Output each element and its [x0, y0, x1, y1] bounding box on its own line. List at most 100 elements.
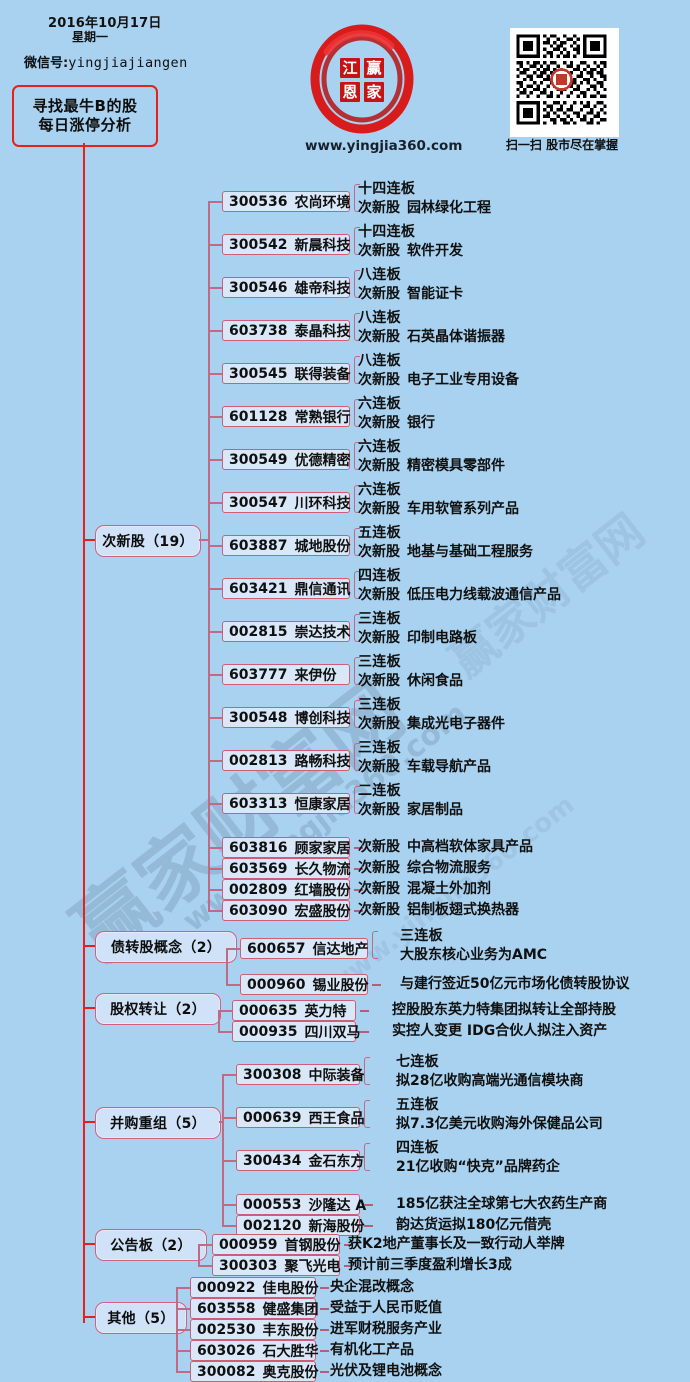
- trunk-stub: [83, 143, 85, 145]
- detail-desc: 电子工业专用设备: [407, 372, 519, 388]
- detail-desc: 综合物流服务: [407, 860, 491, 876]
- category-box-4[interactable]: 并购重组（5）: [95, 1107, 221, 1139]
- svg-text:赢: 赢: [366, 59, 381, 77]
- category-spine: [208, 201, 210, 910]
- detail-text: 央企混改概念: [330, 1279, 414, 1295]
- category-box-1[interactable]: 次新股（19）: [95, 525, 201, 557]
- title-box: 寻找最牛B的股 每日涨停分析: [12, 85, 158, 147]
- detail-bracket: [354, 571, 360, 599]
- detail-bracket: [354, 313, 360, 341]
- streak-text: 七连板: [396, 1054, 439, 1070]
- streak-label: 三连板: [358, 611, 401, 627]
- spine-tick: [208, 868, 222, 870]
- detail-desc: 银行: [407, 415, 435, 431]
- detail-bracket: [354, 700, 360, 728]
- detail-desc: 21亿收购“快克”品牌药企: [396, 1159, 560, 1175]
- stock-name: 长久物流: [294, 861, 351, 878]
- stock-tag: 次新股: [358, 243, 400, 259]
- stock-name: 常熟银行: [294, 409, 351, 426]
- detail-text: 次新股精密模具零部件: [358, 458, 505, 474]
- spine-tick: [208, 459, 222, 461]
- stock-name: 信达地产: [312, 941, 369, 958]
- streak-label: 三连板: [358, 697, 401, 713]
- category-box-3[interactable]: 股权转让（2）: [95, 993, 221, 1025]
- stock-code: 000639: [243, 1109, 302, 1126]
- trunk-to-category-connector: [83, 1121, 95, 1123]
- stock-box[interactable]: 601128 常熟银行: [222, 406, 350, 427]
- stock-name: 聚飞光电: [284, 1258, 341, 1275]
- stock-code: 300434: [243, 1152, 302, 1169]
- streak-text: 三连板: [358, 697, 401, 713]
- stock-name: 川环科技: [294, 495, 351, 512]
- detail-dash: [364, 1225, 373, 1227]
- streak-label: 六连板: [358, 396, 401, 412]
- streak-label: 十四连板: [358, 181, 416, 197]
- detail-desc: 铝制板翅式换热器: [407, 902, 519, 918]
- category-box-6[interactable]: 其他（5）: [95, 1302, 187, 1334]
- detail-bracket: [354, 614, 360, 642]
- category-box-2[interactable]: 债转股概念（2）: [95, 931, 237, 963]
- title-line-2: 每日涨停分析: [38, 116, 132, 134]
- detail-dash: [354, 868, 363, 870]
- stock-tag: 次新股: [358, 860, 400, 876]
- detail-dash: [320, 1350, 329, 1352]
- detail-dash: [354, 889, 363, 891]
- stock-tag: 次新股: [358, 501, 400, 517]
- detail-dash: [360, 1010, 369, 1012]
- detail-bracket: [354, 399, 360, 427]
- svg-text:恩: 恩: [342, 83, 357, 101]
- detail-desc: 休闲食品: [407, 673, 463, 689]
- streak-label: 三连板: [358, 654, 401, 670]
- detail-text: 预计前三季度盈利增长3成: [348, 1257, 512, 1273]
- streak-text: 四连板: [396, 1140, 439, 1156]
- detail-desc: 园林绿化工程: [407, 200, 491, 216]
- category-box-5[interactable]: 公告板（2）: [95, 1229, 207, 1261]
- spine-tick: [208, 631, 222, 633]
- streak-text: 三连板: [358, 654, 401, 670]
- detail-desc: 混凝土外加剂: [407, 881, 491, 897]
- stock-code: 603777: [229, 666, 288, 683]
- stock-code: 601128: [229, 408, 288, 425]
- category-label: 股权转让（2）: [110, 1002, 206, 1018]
- stock-name: 顾家家居: [294, 840, 351, 857]
- spine-tick: [208, 330, 222, 332]
- detail-desc: 车载导航产品: [407, 759, 491, 775]
- detail-desc: 软件开发: [407, 243, 463, 259]
- detail-desc: 拟28亿收购高端光通信模块商: [396, 1073, 584, 1089]
- streak-label: 五连板: [396, 1097, 439, 1113]
